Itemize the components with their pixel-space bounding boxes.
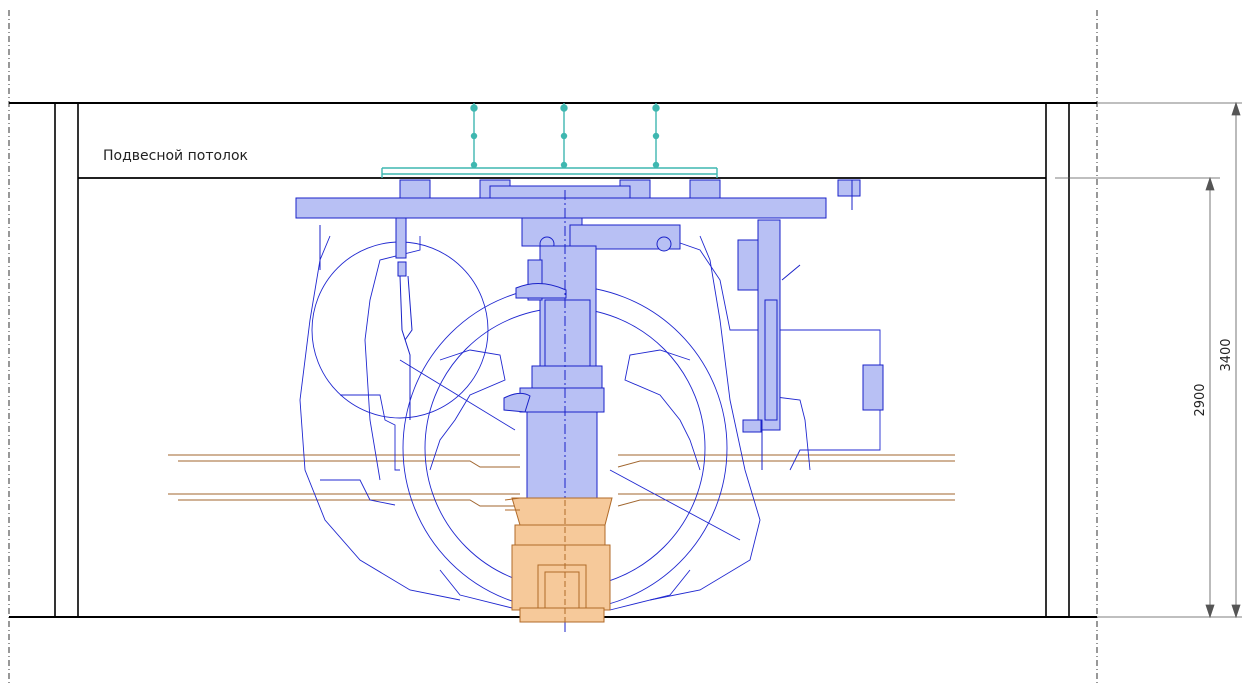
robot-forearm bbox=[526, 411, 598, 501]
ceiling-label: Подвесной потолок bbox=[103, 148, 248, 164]
dimension-lines bbox=[1055, 101, 1242, 619]
mounting-plate bbox=[295, 197, 827, 219]
dim-2900-label: 2900 bbox=[1193, 383, 1208, 416]
rail-lines bbox=[168, 454, 955, 507]
end-effector-tool bbox=[504, 497, 613, 623]
dim-2900-arrow-bottom bbox=[1205, 604, 1215, 619]
dim-3400-arrow-top bbox=[1231, 101, 1241, 116]
robot-detail-lines bbox=[319, 180, 853, 635]
dim-3400-label: 3400 bbox=[1219, 338, 1234, 371]
dim-2900-arrow-top bbox=[1205, 176, 1215, 191]
ceiling-robot bbox=[295, 179, 884, 501]
ceiling-hanger-bracket bbox=[381, 103, 718, 178]
dim-3400-arrow-bottom bbox=[1231, 604, 1241, 619]
